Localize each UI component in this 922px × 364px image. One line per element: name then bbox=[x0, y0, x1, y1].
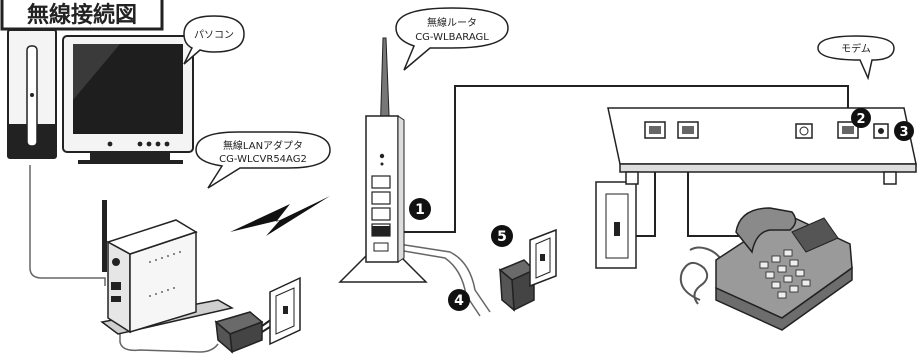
router-label-line1: 無線ルータ bbox=[427, 16, 477, 29]
router-label-line2: CG-WLBARAGL bbox=[415, 32, 489, 43]
cable-adapter-power bbox=[119, 300, 219, 353]
pc-monitor bbox=[62, 35, 194, 164]
wireless-router bbox=[338, 37, 428, 283]
cable-router-to-modem bbox=[393, 85, 849, 233]
cable-pc-to-adapter bbox=[29, 165, 106, 286]
router-label-bubble: 無線ルータ CG-WLBARAGL bbox=[395, 7, 509, 71]
pc-tower bbox=[7, 29, 57, 159]
wireless-lan-adapter bbox=[100, 200, 235, 335]
pc-label: パソコン bbox=[194, 29, 234, 41]
modem-label-bubble: モデム bbox=[817, 35, 895, 81]
cable-router-power bbox=[391, 242, 491, 313]
title-box: 無線接続図 bbox=[0, 0, 164, 31]
marker-1: 1 bbox=[409, 198, 431, 220]
adapter-label-line2: CG-WLCVR54AG2 bbox=[219, 154, 307, 165]
pc-label-bubble: パソコン bbox=[183, 15, 245, 65]
marker-3-number: 3 bbox=[899, 125, 908, 140]
adapter-label-bubble: 無線LANアダプタ CG-WLCVR54AG2 bbox=[195, 131, 331, 189]
marker-5: 5 bbox=[491, 225, 513, 247]
wireless-signal-icon bbox=[230, 196, 330, 236]
left-wall-outlet bbox=[269, 276, 301, 346]
adapter-label-line1: 無線LANアダプタ bbox=[223, 139, 303, 152]
marker-4-number: 4 bbox=[454, 293, 464, 309]
router-wall-outlet bbox=[529, 228, 557, 288]
modem bbox=[607, 107, 917, 185]
marker-2: 2 bbox=[851, 108, 871, 128]
modem-label: モデム bbox=[841, 42, 871, 55]
marker-4: 4 bbox=[448, 289, 470, 311]
marker-2-number: 2 bbox=[856, 112, 865, 127]
diagram-title: 無線接続図 bbox=[27, 2, 137, 28]
marker-3: 3 bbox=[894, 121, 914, 141]
marker-5-number: 5 bbox=[497, 229, 507, 245]
telephone bbox=[679, 207, 853, 331]
marker-1-number: 1 bbox=[415, 202, 425, 218]
telephone-wall-jack bbox=[595, 181, 637, 269]
